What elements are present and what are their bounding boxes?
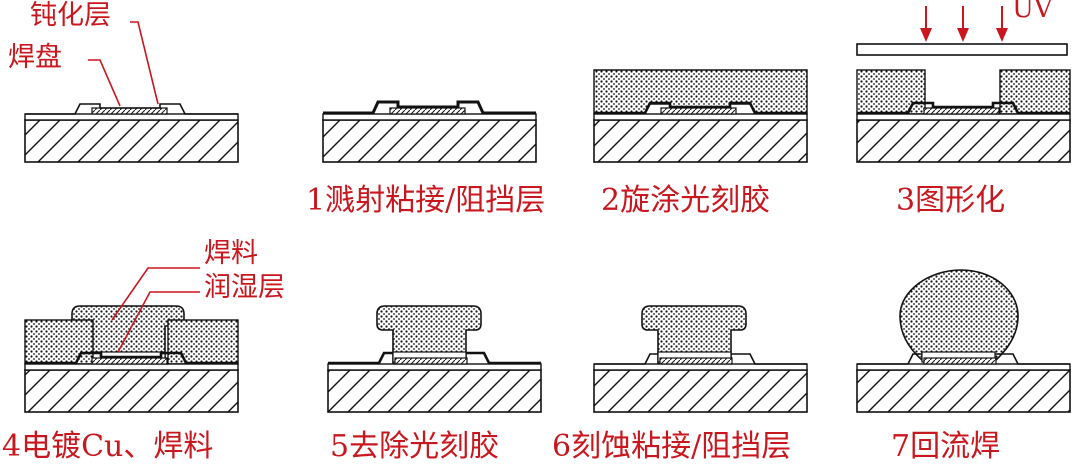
caption-step-5: 5去除光刻胶 [330,429,500,464]
caption-step-2: 2旋涂光刻胶 [601,183,771,218]
panel-step-3 [856,6,1071,163]
caption-step-6: 6刻蚀粘接/阻挡层 [552,429,792,464]
panel-step-7 [856,269,1071,413]
panel-step-2 [593,69,808,163]
label-uv: UV [1012,0,1053,24]
caption-step-4: 4电镀Cu、焊料 [2,429,214,464]
caption-step-7: 7回流焊 [891,429,1001,464]
uv-arrows [920,6,1008,42]
panel-step-1 [322,100,537,163]
panel-step-4 [24,267,239,413]
caption-step-1: 1溅射粘接/阻挡层 [306,183,546,218]
panel-step-5 [327,305,542,413]
label-solder: 焊料 [204,238,258,269]
label-wetting: 润湿层 [204,272,285,303]
panel-initial [24,21,239,163]
label-pad: 焊盘 [8,42,62,73]
caption-step-3: 3图形化 [896,183,1006,218]
label-passivation: 钝化层 [30,0,111,31]
panel-step-6 [593,305,808,413]
